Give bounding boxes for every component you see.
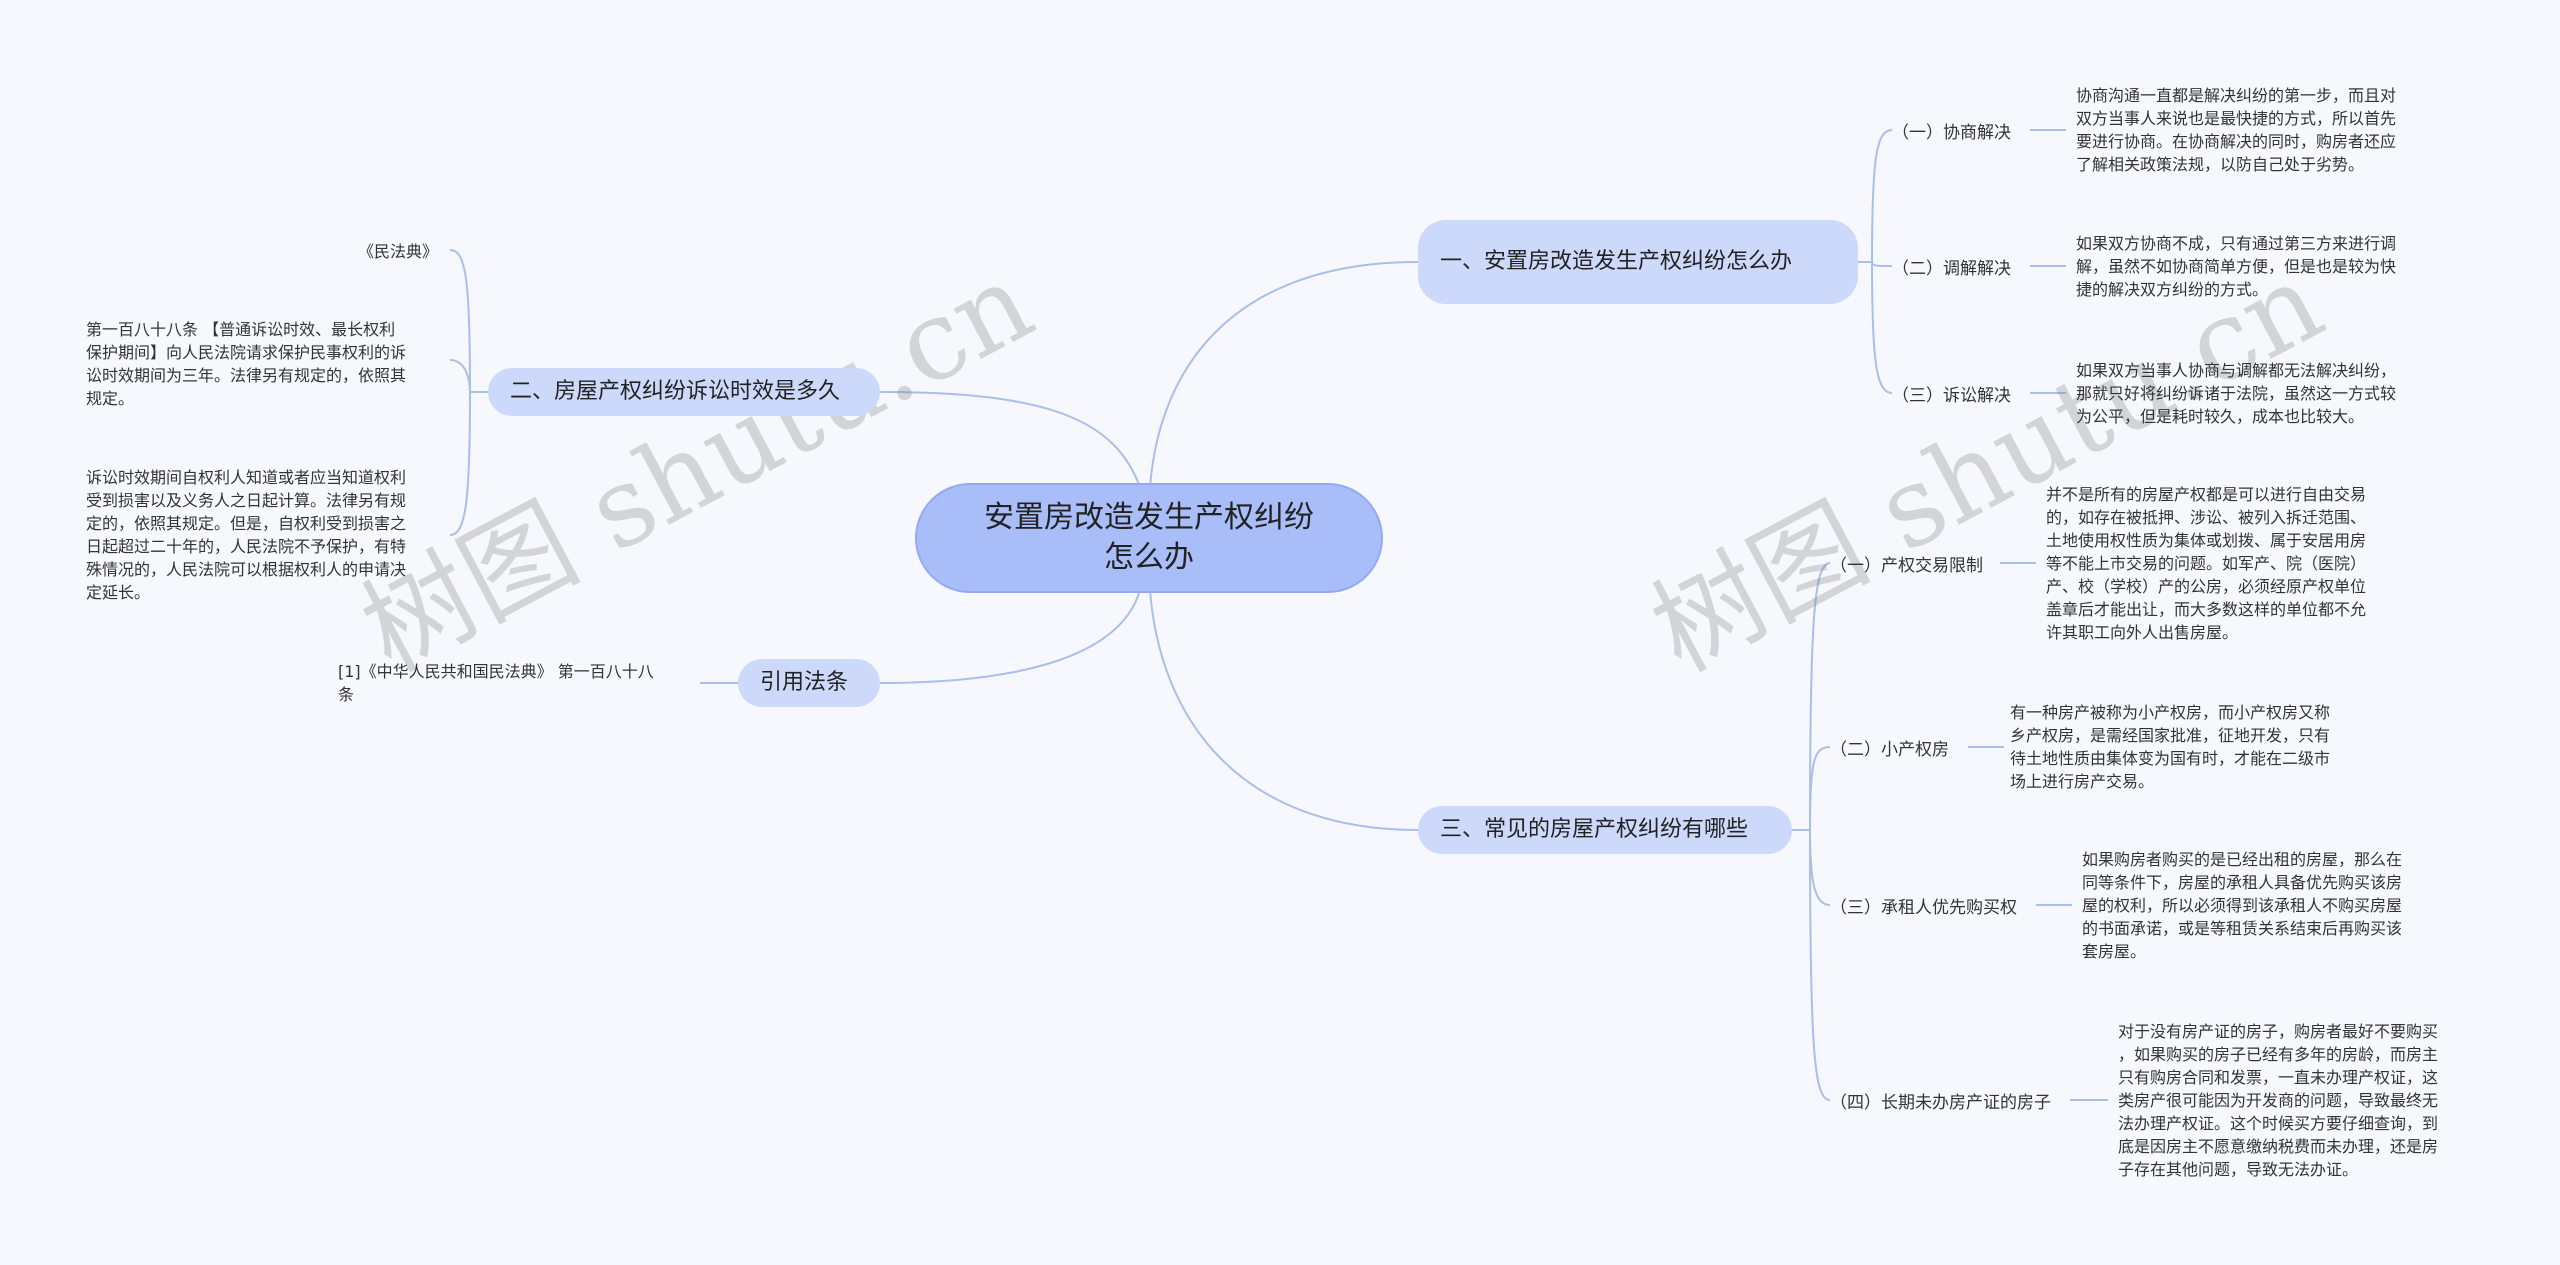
branch-common-disputes-label: 三、常见的房屋产权纠纷有哪些 [1440,817,1749,842]
text-limitation-start: 诉讼时效期间自权利人知道或者应当知道权利 受到损害以及义务人之日起计算。法律另有… [86,468,407,602]
leaf-mediation-label: （二）调解解决 [1892,258,2011,279]
leaf-small-property[interactable]: （二）小产权房 [1830,735,1949,760]
branch-limitation-period-label: 二、房屋产权纠纷诉讼时效是多久 [510,379,841,404]
root-topic[interactable]: 安置房改造发生产权纠纷怎么办 [915,483,1383,593]
text-cited-law: [1]《中华人民共和国民法典》 第一百八十八 条 [338,662,654,704]
link-root-b4 [879,589,1141,684]
leaf-litigation[interactable]: （三）诉讼解决 [1892,381,2011,406]
leaf-tenant-priority[interactable]: （三）承租人优先购买权 [1830,893,2017,918]
leaf-negotiation-label: （一）协商解决 [1892,122,2011,143]
branch-dispute-handling-label: 一、安置房改造发生产权纠纷怎么办 [1440,249,1793,274]
branch-dispute-handling[interactable]: 一、安置房改造发生产权纠纷怎么办 [1418,220,1858,304]
leaf-no-certificate[interactable]: （四）长期未办房产证的房子 [1830,1088,2051,1113]
link-root-b1 [1149,261,1419,488]
text-tenant-priority: 如果购房者购买的是已经出租的房屋，那么在 同等条件下，房屋的承租人具备优先购买该… [2082,850,2403,961]
branch-cited-law-label: 引用法条 [760,670,849,695]
text-civil-code: 《民法典》 [358,242,439,261]
leaf-transaction-limit-label: （一）产权交易限制 [1830,555,1983,576]
branch-limitation-period[interactable]: 二、房屋产权纠纷诉讼时效是多久 [488,368,880,416]
branch-cited-law[interactable]: 引用法条 [738,659,880,707]
text-litigation: 如果双方当事人协商与调解都无法解决纠纷， 那就只好将纠纷诉诸于法院，虽然这一方式… [2076,361,2397,426]
text-article-188: 第一百八十八条 【普通诉讼时效、最长权利 保护期间】向人民法院请求保护民事权利的… [86,320,407,408]
leaf-tenant-priority-label: （三）承租人优先购买权 [1830,897,2017,918]
text-transaction-limit: 并不是所有的房屋产权都是可以进行自由交易 的，如存在被抵押、涉讼、被列入拆迁范围… [2046,485,2367,642]
text-mediation: 如果双方协商不成，只有通过第三方来进行调 解，虽然不如协商简单方便，但是也是较为… [2076,234,2397,299]
link-root-b3 [1149,589,1419,831]
leaf-small-property-label: （二）小产权房 [1830,739,1949,760]
leaf-litigation-label: （三）诉讼解决 [1892,385,2011,406]
leaf-negotiation[interactable]: （一）协商解决 [1892,118,2011,143]
text-no-certificate: 对于没有房产证的房子，购房者最好不要购买 ，如果购买的房子已经有多年的房龄，而房… [2118,1022,2439,1179]
root-title: 安置房改造发生产权纠纷怎么办 [984,500,1314,575]
leaf-transaction-limit[interactable]: （一）产权交易限制 [1830,551,1983,576]
link-root-b2 [879,391,1141,488]
text-small-property: 有一种房产被称为小产权房，而小产权房又称 乡产权房，是需经国家批准，征地开发，只… [2010,703,2331,791]
branch-common-disputes[interactable]: 三、常见的房屋产权纠纷有哪些 [1418,806,1792,854]
leaf-mediation[interactable]: （二）调解解决 [1892,254,2011,279]
leaf-no-certificate-label: （四）长期未办房产证的房子 [1830,1092,2051,1113]
text-negotiation: 协商沟通一直都是解决纠纷的第一步，而且对 双方当事人来说也是最快捷的方式，所以首… [2076,86,2397,174]
